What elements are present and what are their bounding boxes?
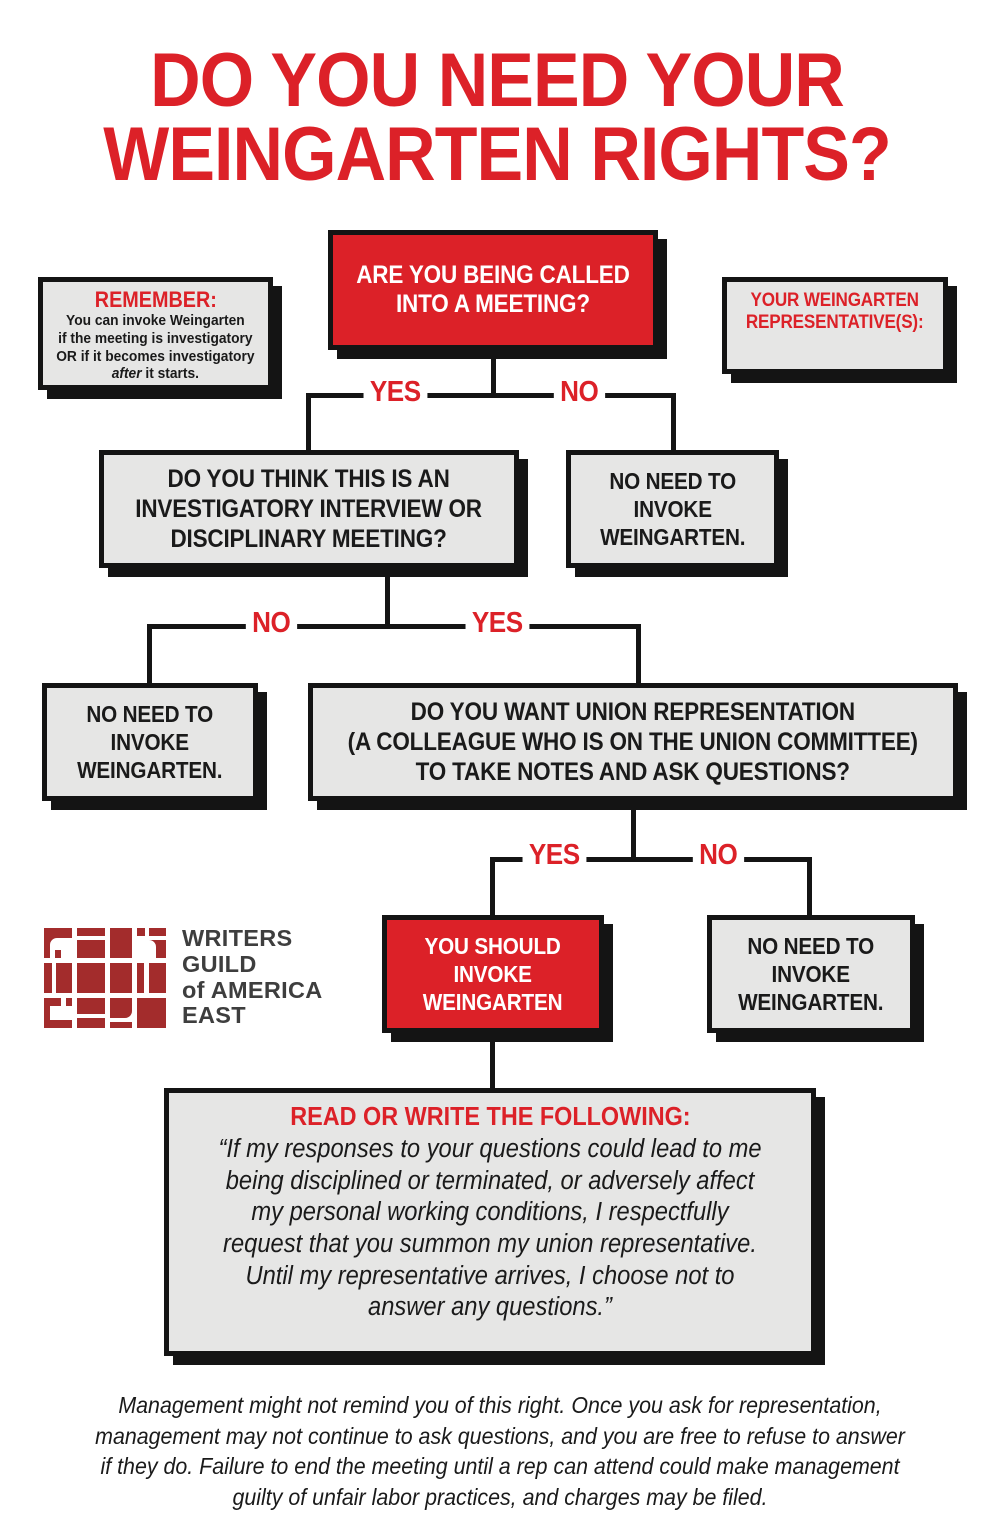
result-no-need-invoke-3: NO NEED TO INVOKE WEINGARTEN.	[707, 915, 915, 1033]
page-title: DO YOU NEED YOUR WEINGARTEN RIGHTS?	[103, 38, 891, 198]
result-should-invoke-weingarten-text: YOU SHOULD INVOKE WEINGARTEN	[423, 932, 563, 1016]
connector-q2-split	[147, 624, 641, 629]
branch-label-q2-yes: YES	[465, 609, 530, 638]
connector-q1-split	[306, 393, 676, 398]
connector-q2-yes-drop	[636, 624, 641, 686]
connector-q3-split	[490, 857, 812, 862]
wga-east-logo: WRITERS GUILD of AMERICA EAST	[44, 925, 354, 1030]
result-no-need-invoke-2: NO NEED TO INVOKE WEINGARTEN.	[42, 683, 258, 801]
connector-q3-yes-drop	[490, 857, 495, 918]
remember-line-1: You can invoke Weingarten	[66, 313, 245, 330]
question-investigatory-interview: DO YOU THINK THIS IS AN INVESTIGATORY IN…	[99, 450, 519, 568]
question-want-union-representation-text: DO YOU WANT UNION REPRESENTATION (A COLL…	[347, 698, 919, 786]
script-heading: READ OR WRITE THE FOLLOWING:	[289, 1101, 691, 1131]
branch-label-q1-no: NO	[553, 378, 605, 407]
result-no-need-invoke-2-text: NO NEED TO INVOKE WEINGARTEN.	[77, 700, 223, 784]
footer-disclaimer: Management might not remind you of this …	[95, 1392, 905, 1510]
branch-label-q3-yes: YES	[522, 841, 587, 870]
question-called-into-meeting-text: ARE YOU BEING CALLED INTO A MEETING?	[356, 260, 630, 319]
result-no-need-invoke-3-text: NO NEED TO INVOKE WEINGARTEN.	[738, 932, 884, 1016]
result-no-need-invoke-1: NO NEED TO INVOKE WEINGARTEN.	[566, 450, 779, 568]
weingarten-representatives-box[interactable]: YOUR WEINGARTEN REPRESENTATIVE(S):	[722, 277, 948, 374]
question-investigatory-interview-text: DO YOU THINK THIS IS AN INVESTIGATORY IN…	[135, 465, 483, 553]
connector-q2-no-drop	[147, 624, 152, 686]
result-should-invoke-weingarten: YOU SHOULD INVOKE WEINGARTEN	[382, 915, 604, 1033]
representatives-heading: YOUR WEINGARTEN REPRESENTATIVE(S):	[746, 290, 924, 333]
result-no-need-invoke-1-text: NO NEED TO INVOKE WEINGARTEN.	[599, 467, 746, 551]
connector-q3-stem	[631, 801, 636, 859]
connector-q1-stem	[491, 350, 496, 395]
remember-line-4-rest: it starts.	[141, 366, 200, 383]
remember-line-4-italic: after	[111, 366, 142, 383]
wga-east-wordmark: WRITERS GUILD of AMERICA EAST	[182, 925, 323, 1029]
question-want-union-representation: DO YOU WANT UNION REPRESENTATION (A COLL…	[308, 683, 958, 801]
script-quote: “If my responses to your questions could…	[218, 1135, 762, 1322]
remember-line-3: OR if it becomes investigatory	[56, 348, 255, 365]
branch-label-q3-no: NO	[692, 841, 744, 870]
connector-q1-yes-drop	[306, 393, 311, 453]
connector-invoke-to-script	[490, 1033, 495, 1091]
remember-heading: REMEMBER:	[94, 287, 217, 312]
wga-east-grid-mark-icon	[44, 927, 166, 1028]
weingarten-script-box: READ OR WRITE THE FOLLOWING: “If my resp…	[164, 1088, 816, 1356]
branch-label-q1-yes: YES	[363, 378, 428, 407]
connector-q3-no-drop	[807, 857, 812, 918]
connector-q2-stem	[385, 568, 390, 626]
remember-line-2: if the meeting is investigatory	[58, 330, 253, 347]
branch-label-q2-no: NO	[245, 609, 297, 638]
connector-q1-no-drop	[671, 393, 676, 453]
question-called-into-meeting: ARE YOU BEING CALLED INTO A MEETING?	[328, 230, 658, 350]
